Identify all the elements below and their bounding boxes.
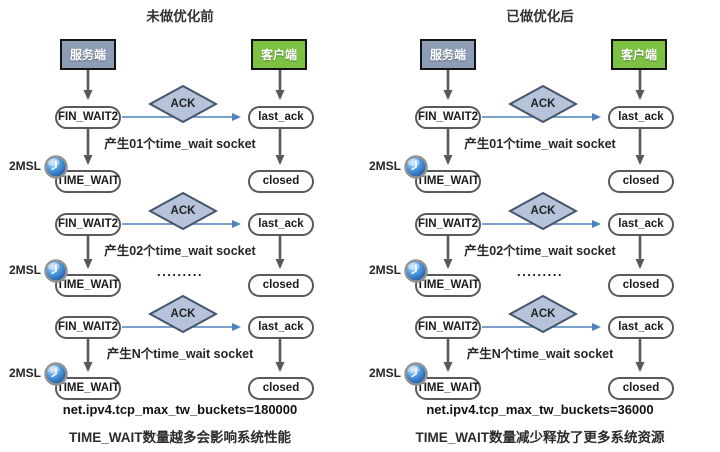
panel-after-optimization: 已做优化后 服务端 客户端 FIN_WAIT2 ACK last_ack 产生0… (360, 0, 720, 452)
ack-diamond: ACK (507, 191, 579, 231)
ack-label: ACK (530, 308, 556, 320)
clock-icon (403, 154, 429, 180)
state-fin-wait2: FIN_WAIT2 (415, 212, 481, 236)
msl-label: 2MSL (368, 366, 401, 380)
state-last-ack: last_ack (608, 105, 674, 129)
state-closed: closed (608, 376, 674, 400)
clock-icon (403, 361, 429, 387)
state-closed: closed (248, 376, 314, 400)
panel-before-optimization: 未做优化前 服务端 客户端 FIN_WAIT2 ACK last_ack 产生0… (8, 9, 314, 445)
state-fin-wait2: FIN_WAIT2 (415, 315, 481, 339)
state-closed: closed (248, 169, 314, 193)
state-last-ack: last_ack (248, 315, 314, 339)
ack-label: ACK (170, 308, 196, 320)
state-last-ack: last_ack (248, 105, 314, 129)
panel-title: 已做优化后 (506, 9, 574, 24)
panel-summary: TIME_WAIT数量减少释放了更多系统资源 (415, 430, 665, 445)
ellipsis-dots: ......... (516, 264, 563, 279)
diamond-shape (507, 294, 579, 334)
ack-diamond: ACK (147, 294, 219, 334)
server-box: 服务端 (420, 39, 476, 70)
socket-caption: 产生N个time_wait socket (106, 347, 254, 361)
state-fin-wait2: FIN_WAIT2 (55, 105, 121, 129)
msl-label: 2MSL (8, 159, 41, 173)
state-time-wait: TIME_WAIT (55, 376, 121, 400)
clock-icon (43, 154, 69, 180)
diamond-shape (507, 84, 579, 124)
diamond-shape (147, 84, 219, 124)
panel-summary: TIME_WAIT数量越多会影响系统性能 (69, 430, 291, 445)
socket-caption: 产生02个time_wait socket (104, 244, 256, 258)
state-fin-wait2: FIN_WAIT2 (55, 315, 121, 339)
ellipsis-dots: ......... (156, 264, 203, 279)
server-box: 服务端 (60, 39, 116, 70)
ack-label: ACK (530, 98, 556, 110)
ack-diamond: ACK (507, 294, 579, 334)
msl-label: 2MSL (8, 366, 41, 380)
state-time-wait: TIME_WAIT (55, 169, 121, 193)
state-time-wait: TIME_WAIT (415, 169, 481, 193)
state-last-ack: last_ack (608, 212, 674, 236)
state-fin-wait2: FIN_WAIT2 (415, 105, 481, 129)
diamond-shape (147, 294, 219, 334)
client-box: 客户端 (251, 39, 307, 70)
ack-label: ACK (170, 205, 196, 217)
state-last-ack: last_ack (248, 212, 314, 236)
ack-label: ACK (530, 205, 556, 217)
socket-caption: 产生02个time_wait socket (464, 244, 616, 258)
client-box: 客户端 (611, 39, 667, 70)
socket-caption: 产生01个time_wait socket (104, 137, 256, 151)
panel-title: 未做优化前 (146, 9, 214, 24)
ack-label: ACK (170, 98, 196, 110)
socket-caption: 产生N个time_wait socket (466, 347, 614, 361)
ack-diamond: ACK (147, 191, 219, 231)
sysctl-setting: net.ipv4.tcp_max_tw_buckets=36000 (426, 402, 654, 417)
clock-icon (43, 361, 69, 387)
state-last-ack: last_ack (608, 315, 674, 339)
state-closed: closed (608, 169, 674, 193)
state-time-wait: TIME_WAIT (415, 376, 481, 400)
diamond-shape (147, 191, 219, 231)
diamond-shape (507, 191, 579, 231)
socket-caption: 产生01个time_wait socket (464, 137, 616, 151)
ack-diamond: ACK (507, 84, 579, 124)
state-fin-wait2: FIN_WAIT2 (55, 212, 121, 236)
ack-diamond: ACK (147, 84, 219, 124)
sysctl-setting: net.ipv4.tcp_max_tw_buckets=180000 (62, 402, 298, 417)
msl-label: 2MSL (368, 159, 401, 173)
